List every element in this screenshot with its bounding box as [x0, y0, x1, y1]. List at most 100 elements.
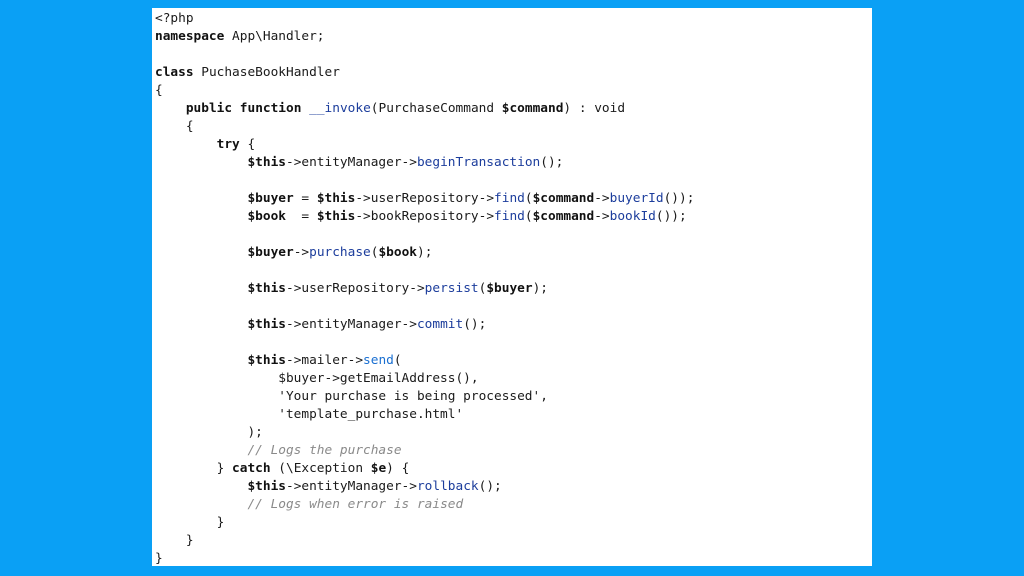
code-line [155, 226, 694, 244]
code-line: $buyer->getEmailAddress(), [155, 370, 694, 388]
code-line: } [155, 514, 694, 532]
code-line [155, 298, 694, 316]
code-variable: $this [316, 209, 356, 224]
code-line: 'template_purchase.html' [155, 406, 694, 424]
code-text: (PurchaseCommand [370, 101, 502, 116]
code-text: ->userRepository-> [285, 281, 425, 296]
code-text: { [155, 119, 194, 134]
code-text: -> [594, 209, 610, 224]
code-text: ()); [655, 209, 687, 224]
code-keyword: public [185, 101, 233, 116]
code-comment: // Logs the purchase [247, 443, 402, 458]
code-variable: $book [378, 245, 417, 260]
code-variable: $book [247, 209, 286, 224]
code-line: { [155, 82, 694, 100]
code-function: beginTransaction [416, 155, 541, 170]
code-function: __invoke [309, 101, 371, 116]
code-variable: $command [532, 191, 595, 206]
code-text: ( [370, 245, 379, 260]
code-function: purchase [309, 245, 371, 260]
code-text: = [285, 209, 317, 224]
code-text [155, 245, 247, 260]
code-variable: $this [316, 191, 356, 206]
code-text: ->bookRepository-> [355, 209, 495, 224]
code-line [155, 46, 694, 64]
code-line: $this->mailer->send( [155, 352, 694, 370]
code-line: $book = $this->bookRepository->find($com… [155, 208, 694, 226]
code-line [155, 334, 694, 352]
code-function: persist [424, 281, 479, 296]
code-text: ( [524, 209, 533, 224]
code-text: } [155, 551, 163, 566]
code-text [155, 281, 247, 296]
code-text: { [239, 137, 256, 152]
code-text: ()); [663, 191, 695, 206]
code-text: ); [155, 425, 263, 440]
code-text: ->userRepository-> [355, 191, 495, 206]
code-slide: <?php namespace App\Handler; class Puchase… [152, 8, 872, 566]
code-variable: $buyer [486, 281, 533, 296]
code-text: ->entityManager-> [285, 317, 417, 332]
code-text: } [155, 461, 233, 476]
code-variable: $this [247, 353, 286, 368]
code-function: commit [416, 317, 464, 332]
code-line: $buyer = $this->userRepository->find($co… [155, 190, 694, 208]
code-text: ); [532, 281, 548, 296]
code-text: -> [293, 245, 310, 260]
code-text: ->entityManager-> [285, 155, 417, 170]
code-line: $this->entityManager->rollback(); [155, 478, 694, 496]
code-variable: $buyer [247, 245, 294, 260]
code-line: } [155, 550, 694, 566]
code-line: $this->userRepository->persist($buyer); [155, 280, 694, 298]
code-line: $this->entityManager->commit(); [155, 316, 694, 334]
code-line: class PuchaseBookHandler [155, 64, 694, 82]
code-line [155, 172, 694, 190]
code-variable: $buyer [247, 191, 294, 206]
code-variable: $e [370, 461, 387, 476]
code-line: { [155, 118, 694, 136]
code-text [155, 155, 247, 170]
code-text: ->entityManager-> [285, 479, 417, 494]
code-line: ); [155, 424, 694, 442]
code-line: } catch (\Exception $e) { [155, 460, 694, 478]
code-block: <?php namespace App\Handler; class Puchase… [155, 10, 694, 566]
code-text: (); [463, 317, 487, 332]
code-function: rollback [416, 479, 479, 494]
code-line: // Logs the purchase [155, 442, 694, 460]
code-line: namespace App\Handler; [155, 28, 694, 46]
code-text [155, 443, 247, 458]
code-function: find [494, 209, 525, 224]
code-line: public function __invoke(PurchaseCommand… [155, 100, 694, 118]
code-comment: // Logs when error is raised [247, 497, 464, 512]
code-text: PuchaseBookHandler [193, 65, 340, 80]
code-text: -> [594, 191, 610, 206]
code-text: <?php [155, 11, 194, 26]
code-text: { [155, 83, 163, 98]
code-line: $buyer->purchase($book); [155, 244, 694, 262]
code-line: <?php [155, 10, 694, 28]
code-text: (); [540, 155, 564, 170]
code-text [155, 209, 247, 224]
code-variable: $this [247, 281, 286, 296]
code-text: ->mailer-> [285, 353, 364, 368]
code-text: ( [393, 353, 402, 368]
code-text [155, 101, 186, 116]
code-text: $buyer->getEmailAddress(), [155, 371, 479, 386]
code-text: ( [524, 191, 533, 206]
code-text: ) { [386, 461, 410, 476]
code-text [155, 497, 247, 512]
code-line: try { [155, 136, 694, 154]
code-text: (); [478, 479, 502, 494]
code-variable: $command [532, 209, 595, 224]
code-text [155, 479, 247, 494]
code-keyword: catch [232, 461, 271, 476]
code-keyword: namespace [155, 29, 225, 44]
code-function: send [363, 353, 394, 368]
code-text: ) : void [563, 101, 626, 116]
code-text: } [155, 533, 194, 548]
code-line: } [155, 532, 694, 550]
code-keyword: class [155, 65, 194, 80]
code-variable: $this [247, 317, 286, 332]
code-text: } [155, 515, 225, 530]
code-text: = [293, 191, 317, 206]
